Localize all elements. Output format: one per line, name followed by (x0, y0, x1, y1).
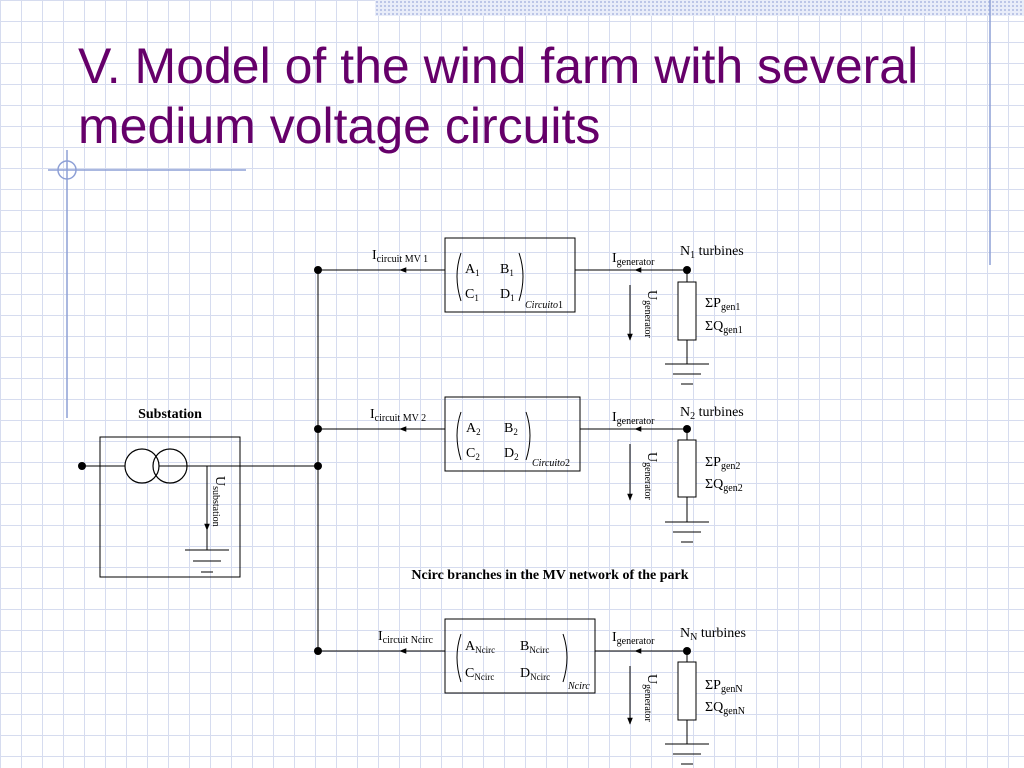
circuit-2-generator-load (677, 439, 697, 498)
circuit-2-matrix-bracket-right (525, 411, 531, 461)
circuit-1-c: C1 (465, 287, 479, 303)
decorative-header-band (375, 0, 1024, 16)
circuit-1-current-label: Icircuit MV 1 (372, 248, 428, 265)
circuit-n-matrix-label: Ncirc (567, 681, 590, 692)
circuit-1-matrix-bracket-left (456, 252, 462, 302)
substation-voltage-label: Usubstation (210, 476, 227, 527)
circuit-2-c: C2 (466, 446, 480, 462)
circuit-2-d: D2 (504, 446, 519, 462)
circuit-1-abcd-box (444, 237, 576, 313)
circuit-n-current-label: Icircuit Ncirc (378, 629, 433, 646)
circuit-2-gen-voltage-label: Ugenerator (642, 452, 659, 501)
circuit-1-matrix-bracket-right (518, 252, 524, 302)
circuit-n-matrix-bracket-right (562, 633, 568, 683)
circuit-n-gen-current-label: Igenerator (612, 630, 655, 647)
circuit-1-gen-voltage-label: Ugenerator (642, 290, 659, 339)
circuit-2-abcd-box (444, 396, 581, 472)
circuit-2-matrix-label: Circuito2 (532, 458, 570, 469)
circuit-n-gen-voltage-label: Ugenerator (642, 674, 659, 723)
circuit-2-p-label: ΣPgen2 (705, 455, 740, 472)
transformer-winding-2 (152, 448, 188, 484)
circuit-1-d: D1 (500, 287, 515, 303)
circuit-2-q-label: ΣQgen2 (705, 477, 743, 494)
circuit-n-generator-load (677, 661, 697, 721)
circuit-1-gen-current-label: Igenerator (612, 251, 655, 268)
transformer-winding-1 (124, 448, 160, 484)
circuit-n-p-label: ΣPgenN (705, 678, 743, 695)
circuit-2-b: B2 (504, 421, 518, 437)
circuit-2-gen-current-label: Igenerator (612, 410, 655, 427)
circuit-n-q-label: ΣQgenN (705, 700, 745, 717)
branches-caption: Ncirc branches in the MV network of the … (411, 568, 688, 583)
circuit-1-matrix-label: Circuito1 (525, 300, 563, 311)
circuit-n-matrix-bracket-left (456, 633, 462, 683)
circuit-n-c: CNcirc (465, 666, 494, 682)
substation-terminal-node (78, 462, 86, 470)
circuit-1: Icircuit MV 1 A1 B1 C1 D1 Circuito1 Igen… (318, 237, 744, 385)
substation-label: Substation (138, 407, 202, 422)
circuit-2-a: A2 (466, 421, 481, 437)
circuit-1-a: A1 (465, 262, 480, 278)
circuit-1-turbines-label: N1 turbines (680, 244, 744, 261)
circuit-1-p-label: ΣPgen1 (705, 296, 740, 313)
circuit-2-turbines-label: N2 turbines (680, 405, 744, 422)
circuit-1-q-label: ΣQgen1 (705, 319, 743, 336)
circuit-n-a: ANcirc (465, 639, 495, 655)
bus-node-substation (314, 462, 322, 470)
circuit-n-turbines-label: NN turbines (680, 626, 746, 643)
circuit-1-b: B1 (500, 262, 514, 278)
circuit-2-current-label: Icircuit MV 2 (370, 407, 426, 424)
substation: Substation Usubstation (78, 407, 318, 578)
circuit-n: Icircuit Ncirc ANcirc BNcirc CNcirc DNci… (318, 618, 746, 765)
page-title: V. Model of the wind farm with several m… (78, 38, 919, 154)
circuit-2-matrix-bracket-left (456, 411, 462, 461)
circuit-2: Icircuit MV 2 A2 B2 C2 D2 Circuito2 Igen… (318, 396, 744, 543)
circuit-n-abcd-box (444, 618, 596, 694)
crosshair-circle (57, 160, 77, 180)
circuit-n-d: DNcirc (520, 666, 550, 682)
circuit-1-generator-load (677, 281, 697, 341)
substation-box (99, 436, 241, 578)
circuit-n-b: BNcirc (520, 639, 549, 655)
